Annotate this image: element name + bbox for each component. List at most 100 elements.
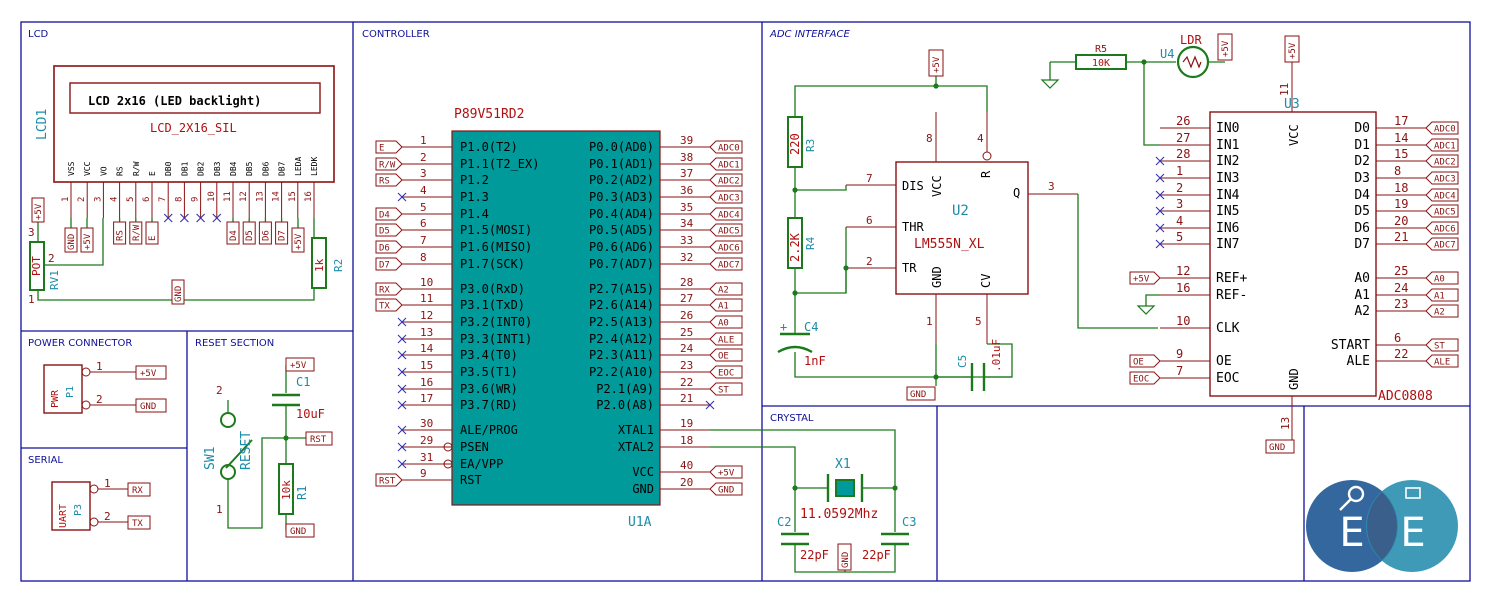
adc-name: ADC0808 bbox=[1378, 389, 1433, 404]
svg-text:40: 40 bbox=[680, 459, 693, 472]
svg-text:10: 10 bbox=[207, 191, 217, 202]
svg-text:14: 14 bbox=[272, 191, 282, 202]
mcu-net-label: RST bbox=[375, 473, 403, 487]
svg-text:A0: A0 bbox=[718, 319, 729, 329]
section-title-reset: RESET SECTION bbox=[195, 338, 274, 349]
svg-text:1: 1 bbox=[420, 134, 427, 147]
svg-text:IN6: IN6 bbox=[1216, 221, 1239, 236]
svg-text:P1.0(T2): P1.0(T2) bbox=[460, 140, 518, 154]
svg-text:PSEN: PSEN bbox=[460, 440, 489, 454]
mcu-net-label: ADC0 bbox=[709, 140, 743, 154]
svg-text:IN2: IN2 bbox=[1216, 154, 1239, 169]
mcu-net-label: RX bbox=[375, 282, 403, 296]
svg-text:19: 19 bbox=[680, 417, 693, 430]
svg-text:1: 1 bbox=[1176, 164, 1183, 178]
p1-vcc-label: +5V bbox=[135, 365, 167, 380]
svg-text:25: 25 bbox=[1394, 264, 1408, 278]
svg-text:D4: D4 bbox=[379, 211, 390, 221]
svg-text:D3: D3 bbox=[1354, 171, 1370, 186]
mcu-net-label: ADC6 bbox=[709, 240, 743, 254]
timer-gnd-label: GND bbox=[906, 386, 936, 401]
c4-ref: C4 bbox=[804, 320, 818, 334]
svg-text:P3.5(T1): P3.5(T1) bbox=[460, 365, 518, 379]
lcd-leda-label: +5V bbox=[294, 233, 304, 250]
mcu-net-label: E bbox=[375, 140, 403, 154]
mcu-net-label: D5 bbox=[375, 223, 403, 237]
mcu-pin-left: 1 P1.0(T2) E bbox=[375, 134, 518, 154]
svg-text:D7: D7 bbox=[379, 261, 390, 271]
r2-value: 1k bbox=[313, 258, 326, 272]
svg-text:11: 11 bbox=[223, 191, 233, 202]
svg-text:A2: A2 bbox=[1354, 304, 1370, 319]
lcd-vss-gnd-label: GND bbox=[67, 234, 77, 250]
svg-text:TX: TX bbox=[132, 519, 143, 529]
c5-value: .01uF bbox=[990, 339, 1003, 372]
svg-text:IN1: IN1 bbox=[1216, 138, 1239, 153]
ldr-value: LDR bbox=[1180, 33, 1202, 47]
timer-junctions bbox=[792, 83, 939, 380]
adc-vcc-label: +5V bbox=[1284, 35, 1300, 63]
svg-text:ADC7: ADC7 bbox=[718, 261, 740, 271]
svg-text:27: 27 bbox=[680, 292, 693, 305]
r3-ref: R3 bbox=[804, 139, 817, 152]
svg-text:P3.3(INT1): P3.3(INT1) bbox=[460, 332, 532, 346]
svg-text:P0.4(AD4): P0.4(AD4) bbox=[589, 207, 654, 221]
svg-text:ST: ST bbox=[1434, 342, 1445, 352]
svg-text:17: 17 bbox=[420, 392, 433, 405]
pot-rv1: POT RV1 3 2 1 bbox=[28, 226, 61, 306]
svg-text:LEDA: LEDA bbox=[294, 157, 303, 176]
svg-text:D4: D4 bbox=[229, 230, 239, 241]
svg-text:P0.0(AD0): P0.0(AD0) bbox=[589, 140, 654, 154]
svg-text:IN4: IN4 bbox=[1216, 188, 1240, 203]
svg-text:ADC6: ADC6 bbox=[718, 244, 740, 254]
svg-text:P3.1(TxD): P3.1(TxD) bbox=[460, 298, 525, 312]
svg-text:E: E bbox=[379, 144, 384, 154]
svg-text:P3.2(INT0): P3.2(INT0) bbox=[460, 315, 532, 329]
svg-text:26: 26 bbox=[680, 309, 693, 322]
adc-net-label: A0 bbox=[1425, 271, 1459, 285]
svg-text:22: 22 bbox=[680, 376, 693, 389]
svg-text:29: 29 bbox=[420, 434, 433, 447]
svg-text:34: 34 bbox=[680, 217, 694, 230]
svg-text:20: 20 bbox=[1394, 214, 1408, 228]
svg-text:24: 24 bbox=[1394, 281, 1408, 295]
section-title-power: POWER CONNECTOR bbox=[28, 338, 132, 349]
svg-text:D1: D1 bbox=[1354, 138, 1370, 153]
timer-pin-q: Q bbox=[1013, 186, 1020, 200]
svg-text:D5: D5 bbox=[379, 227, 390, 237]
svg-text:A1: A1 bbox=[1354, 288, 1370, 303]
mcu-net-label: ST bbox=[709, 382, 743, 396]
lcd-module: LCD 2x16 (LED backlight) LCD_2X16_SIL LC… bbox=[35, 65, 335, 223]
timer-num-q: 3 bbox=[1048, 180, 1055, 193]
lcd-ref: LCD1 bbox=[35, 109, 50, 140]
svg-text:P2.1(A9): P2.1(A9) bbox=[596, 382, 654, 396]
timer-num-vcc: 8 bbox=[926, 132, 933, 145]
svg-text:+5V: +5V bbox=[1133, 275, 1150, 285]
c1-value: 10uF bbox=[296, 407, 325, 421]
svg-text:D6: D6 bbox=[379, 244, 390, 254]
